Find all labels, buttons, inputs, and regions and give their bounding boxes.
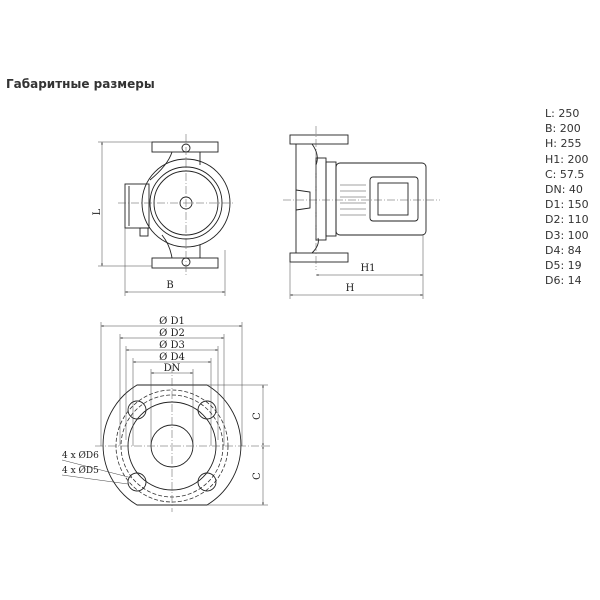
side-view: H1 H [283, 126, 440, 299]
dim-D5-label: 4 x ØD5 [62, 465, 99, 476]
dim-C-lower-label: C [252, 472, 263, 480]
dim-B-label: B [166, 280, 173, 291]
spec-item: B: 200 [545, 122, 581, 136]
front-view: L B [92, 134, 235, 296]
dim-L-label: L [92, 208, 103, 215]
dim-D2-label: Ø D2 [159, 328, 185, 339]
dim-H-label: H [346, 283, 355, 294]
spec-item: H: 255 [545, 137, 582, 151]
dim-D1-label: Ø D1 [159, 316, 185, 327]
dim-H1-label: H1 [360, 263, 375, 274]
spec-item: D3: 100 [545, 228, 589, 242]
dim-D4-label: Ø D4 [159, 352, 185, 363]
spec-item: C: 57.5 [545, 167, 585, 181]
spec-item: D4: 84 [545, 243, 582, 257]
spec-item: D1: 150 [545, 198, 589, 212]
spec-item: DN: 40 [545, 183, 583, 197]
dim-DN-label: DN [164, 363, 181, 374]
dim-D3-label: Ø D3 [159, 340, 185, 351]
spec-item: D5: 19 [545, 259, 582, 273]
flange-view: Ø D1 Ø D2 Ø D3 Ø D4 DN C C 4 x ØD6 4 x Ø… [61, 316, 270, 512]
spec-list: L: 250 B: 200 H: 255 H1: 200 C: 57.5 DN:… [545, 106, 589, 288]
page-title: Габаритные размеры [6, 77, 155, 91]
spec-item: H1: 200 [545, 152, 589, 166]
dim-C-upper-label: C [252, 412, 263, 420]
spec-item: D2: 110 [545, 213, 589, 227]
spec-item: D6: 14 [545, 274, 582, 288]
dim-D6-label: 4 x ØD6 [62, 450, 99, 461]
spec-item: L: 250 [545, 107, 580, 120]
